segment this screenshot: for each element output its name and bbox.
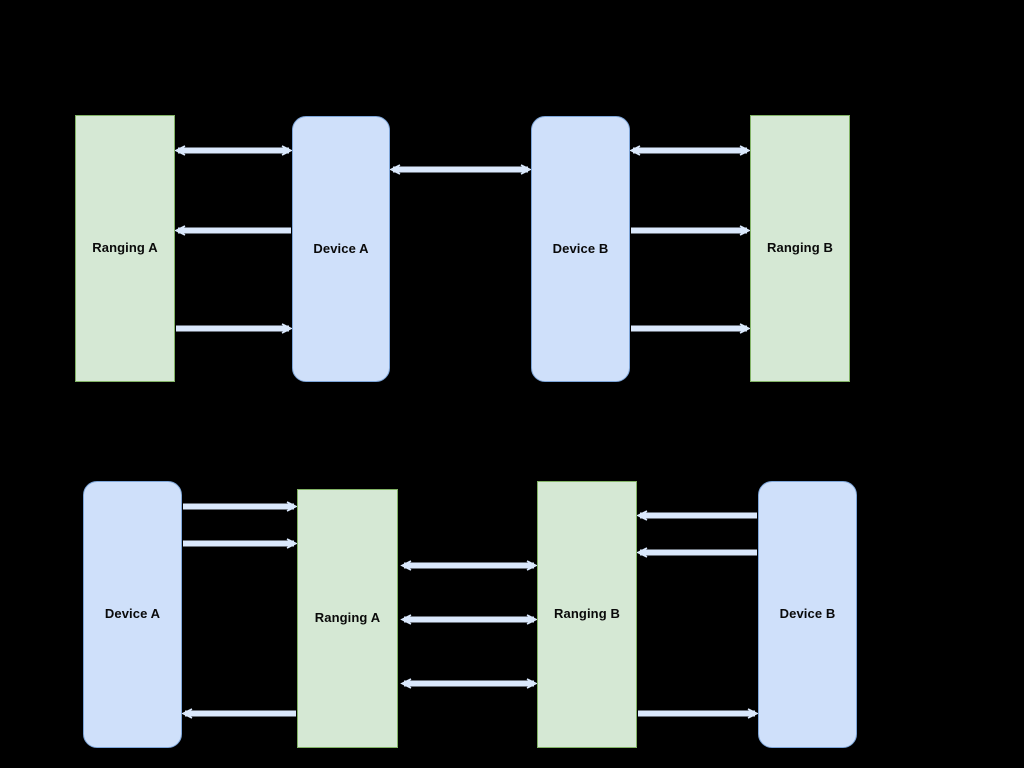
edge-ranging-a-ranging-b-bidirectional-3-hit[interactable] — [402, 677, 536, 689]
node-label: Device B — [552, 240, 609, 256]
node-label: Device B — [779, 606, 836, 622]
node-label: Device A — [104, 606, 161, 622]
edge-device-b-ranging-b-bidirectional-hit[interactable] — [631, 144, 749, 156]
node-top-ranging-b[interactable]: Ranging B — [750, 115, 850, 382]
node-bot-ranging-a[interactable]: Ranging A — [297, 489, 398, 748]
node-label: Ranging A — [92, 240, 158, 256]
node-bot-device-b[interactable]: Device B — [758, 481, 857, 748]
edge-device-a-device-b-bidirectional-hit[interactable] — [391, 163, 530, 175]
edge-ranging-a-to-device-a-hit[interactable] — [176, 322, 291, 334]
node-top-device-a[interactable]: Device A — [292, 116, 390, 382]
node-bot-device-a[interactable]: Device A — [83, 481, 182, 748]
edge-device-b-to-ranging-b-upper-hit[interactable] — [638, 509, 757, 521]
edge-device-b-to-ranging-b-lower-hit[interactable] — [631, 322, 749, 334]
edge-ranging-a-to-device-a-hit[interactable] — [183, 707, 296, 719]
node-top-ranging-a[interactable]: Ranging A — [75, 115, 175, 382]
node-label: Ranging A — [314, 610, 381, 626]
edge-device-a-to-ranging-a-upper-hit[interactable] — [183, 500, 296, 512]
edge-device-b-to-ranging-b-upper-hit[interactable] — [631, 224, 749, 236]
edge-device-b-to-ranging-b-lower-hit[interactable] — [638, 546, 757, 558]
node-top-device-b[interactable]: Device B — [531, 116, 630, 382]
edge-device-a-to-ranging-a-lower-hit[interactable] — [183, 537, 296, 549]
edge-ranging-a-ranging-b-bidirectional-1-hit[interactable] — [402, 559, 536, 571]
node-label: Ranging B — [554, 606, 620, 622]
node-bot-ranging-b[interactable]: Ranging B — [537, 481, 637, 748]
edge-ranging-a-device-a-bidirectional-hit[interactable] — [176, 144, 291, 156]
edge-ranging-a-ranging-b-bidirectional-2-hit[interactable] — [402, 613, 536, 625]
node-label: Device A — [313, 240, 369, 256]
edge-device-a-to-ranging-a-hit[interactable] — [176, 224, 291, 236]
node-label: Ranging B — [767, 240, 833, 256]
edge-ranging-b-to-device-b-hit[interactable] — [638, 707, 757, 719]
